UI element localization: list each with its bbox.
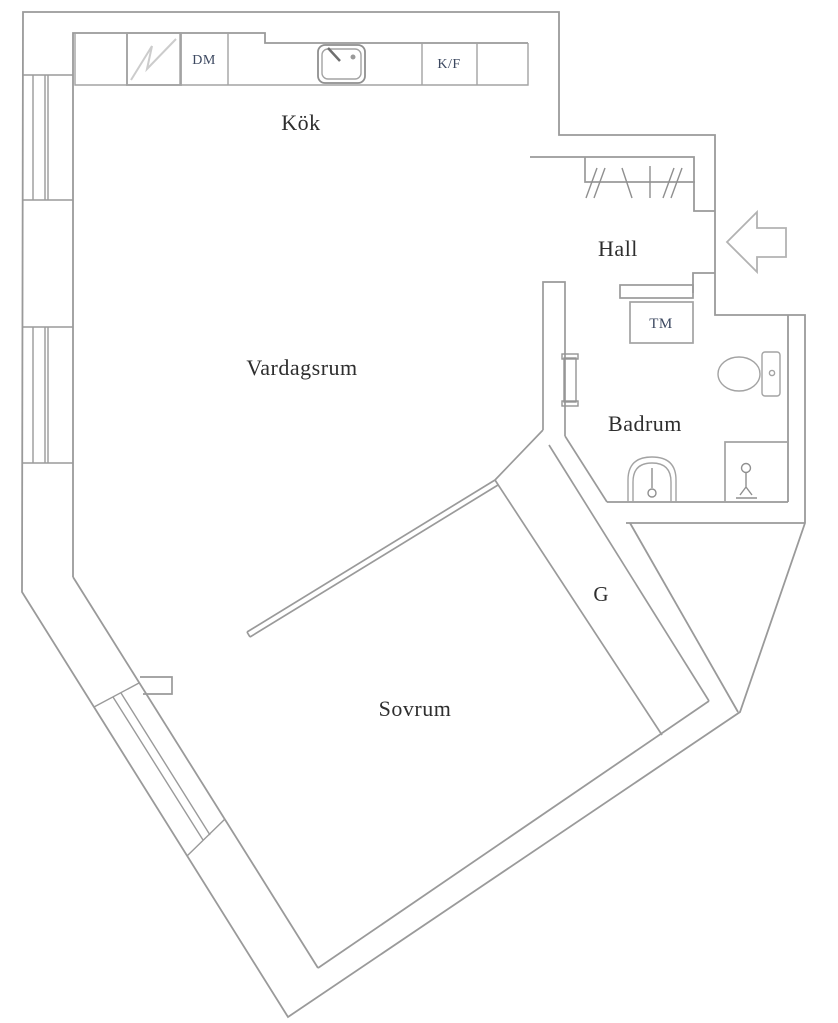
kitchen-faucet-icon — [327, 47, 341, 62]
window-left-lower — [23, 326, 73, 464]
kitchen-sink-drain — [350, 54, 356, 60]
kitchen-sink-icon — [317, 44, 366, 84]
wall-stub-bedroom-opening — [140, 676, 173, 695]
label-fridge-freezer: K/F — [437, 57, 460, 72]
radiator-icon — [561, 353, 579, 407]
room-labels: Kök Vardagsrum Hall Badrum Sovrum G — [246, 110, 682, 721]
kitchen-sink-basin — [321, 48, 362, 80]
coat-rack-niche — [584, 157, 695, 183]
stove-box — [126, 32, 182, 86]
window-diagonal — [93, 682, 226, 857]
shower-mixer-stem — [736, 472, 757, 499]
toilet-icon — [717, 356, 761, 392]
bottom-left-wall-inner — [72, 576, 319, 969]
inner-wall-hall-top — [530, 156, 715, 212]
bedroom-right-wall — [494, 479, 663, 736]
washing-machine-box — [629, 301, 694, 344]
window-left-upper — [23, 74, 73, 201]
wedge-inner-line — [629, 522, 739, 713]
washing-machine-niche-wall — [619, 284, 694, 299]
bedroom-partition-wall — [246, 479, 499, 638]
wardrobe-strip-wall — [548, 444, 710, 702]
stove-icon — [130, 38, 177, 81]
shower-mixer-icon — [740, 462, 752, 474]
bathroom-sink-drain — [647, 488, 657, 498]
room-label-wardrobe: G — [593, 582, 608, 606]
entrance-indicator — [725, 209, 787, 275]
interior-walls — [140, 157, 710, 736]
label-dishwasher: DM — [192, 53, 216, 68]
room-label-bedroom: Sovrum — [379, 696, 452, 721]
room-label-kitchen: Kök — [281, 110, 320, 135]
exterior-walls — [21, 11, 806, 1019]
bathroom-sink-inner — [632, 462, 672, 502]
inner-wall-top-left — [72, 32, 528, 577]
outer-boundary — [21, 11, 806, 1019]
room-label-bathroom: Badrum — [608, 411, 682, 436]
room-label-hall: Hall — [598, 236, 638, 261]
bathroom-fixtures — [561, 166, 788, 502]
bottom-right-wall-inner — [317, 700, 710, 969]
coat-rack-icon — [585, 166, 683, 199]
entrance-arrow-icon — [725, 209, 787, 275]
toilet-tank — [761, 351, 781, 397]
room-label-living-room: Vardagsrum — [246, 355, 357, 380]
entry-door-jamb-lower — [692, 272, 715, 293]
appliance-labels: DM K/F TM — [192, 53, 673, 332]
shower-corner — [724, 441, 788, 502]
kitchen-cabinets — [74, 32, 529, 86]
toilet-flush-button — [768, 369, 776, 377]
bathroom-left-wall — [494, 281, 608, 503]
bathroom-sink-icon — [627, 456, 677, 502]
windows — [23, 74, 226, 857]
label-washing-machine: TM — [649, 316, 673, 332]
